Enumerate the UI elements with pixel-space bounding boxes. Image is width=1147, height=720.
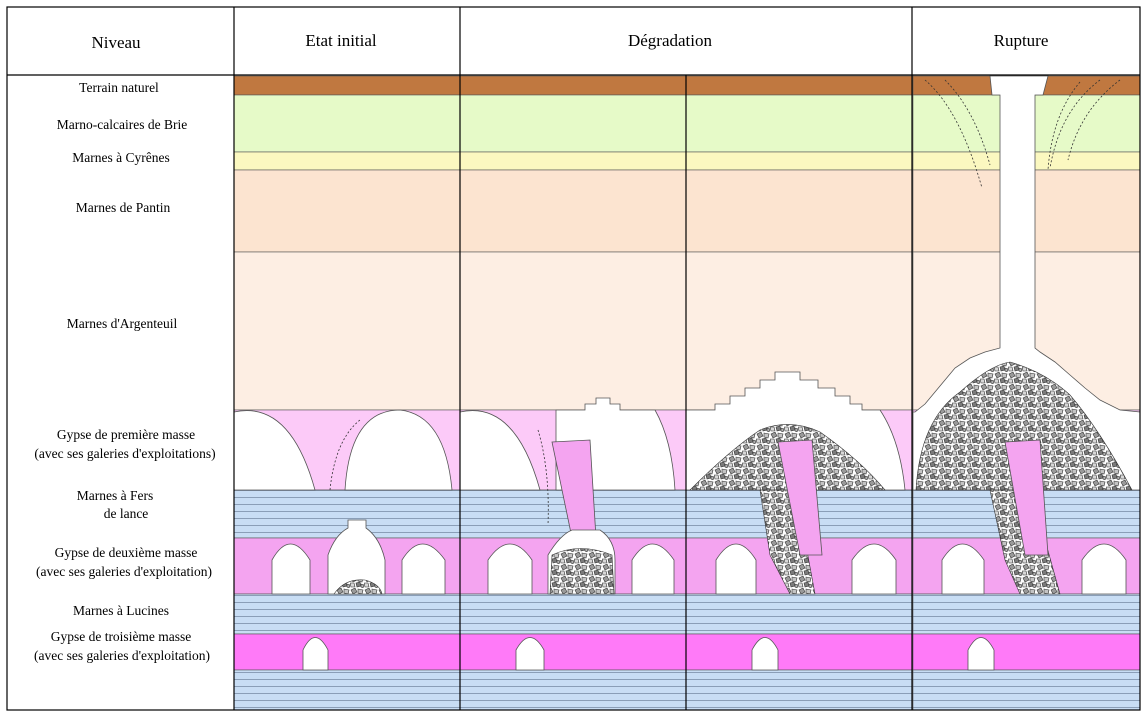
layer-label: Marnes de Pantin <box>76 200 171 215</box>
gallery-g2-2 <box>327 519 386 595</box>
layer-label: Marnes à Fers <box>77 488 153 503</box>
rubble-rupture <box>915 361 1133 491</box>
header-initial: Etat initial <box>305 31 377 50</box>
rupture-sinkhole <box>912 75 1141 671</box>
layer-label: Gypse de troisième masse <box>51 629 192 644</box>
layer-label: Marnes à Cyrênes <box>72 150 169 165</box>
layer-label: (avec ses galeries d'exploitation) <box>34 648 210 663</box>
layer-labels: Terrain naturel Marno-calcaires de Brie … <box>34 80 216 663</box>
band-marno-calcaires <box>233 94 914 153</box>
layer-label: Marnes à Lucines <box>73 603 169 618</box>
pillar-rupture <box>1004 439 1049 556</box>
layer-label: Gypse de deuxième masse <box>55 545 198 560</box>
layer-label: de lance <box>104 506 149 521</box>
gallery-g1-left <box>233 410 316 491</box>
header-level: Niveau <box>91 33 141 52</box>
pillar-degradation-2 <box>777 439 823 556</box>
band-marnes-lucines <box>233 593 914 635</box>
header-degradation: Dégradation <box>628 31 713 50</box>
band-marnes-pantin <box>233 169 914 253</box>
gallery-g1-right <box>344 409 453 491</box>
degradation-2-galleries <box>685 371 906 671</box>
band-terrain-naturel <box>233 75 914 96</box>
degradation-1-galleries <box>459 397 676 671</box>
rubble-initial <box>333 579 383 595</box>
gallery-g3-initial <box>302 637 329 671</box>
layer-label: (avec ses galeries d'exploitation) <box>36 564 212 579</box>
layer-label: Marno-calcaires de Brie <box>57 117 187 132</box>
initial-state-galleries <box>233 409 453 671</box>
rubble-degradation-1 <box>549 548 615 595</box>
layer-label: Terrain naturel <box>79 80 159 95</box>
header-rupture: Rupture <box>994 31 1049 50</box>
layer-label: Marnes d'Argenteuil <box>67 316 178 331</box>
layer-label: (avec ses galeries d'exploitations) <box>34 446 215 461</box>
gallery-g2-3 <box>401 543 446 595</box>
table-frame <box>6 6 1141 711</box>
band-bottom-marl <box>233 669 914 711</box>
band-marnes-cyrenes <box>233 151 914 171</box>
gallery-g2-1 <box>271 543 311 595</box>
layer-label: Gypse de première masse <box>57 427 195 442</box>
band-gypse-3 <box>233 633 914 671</box>
